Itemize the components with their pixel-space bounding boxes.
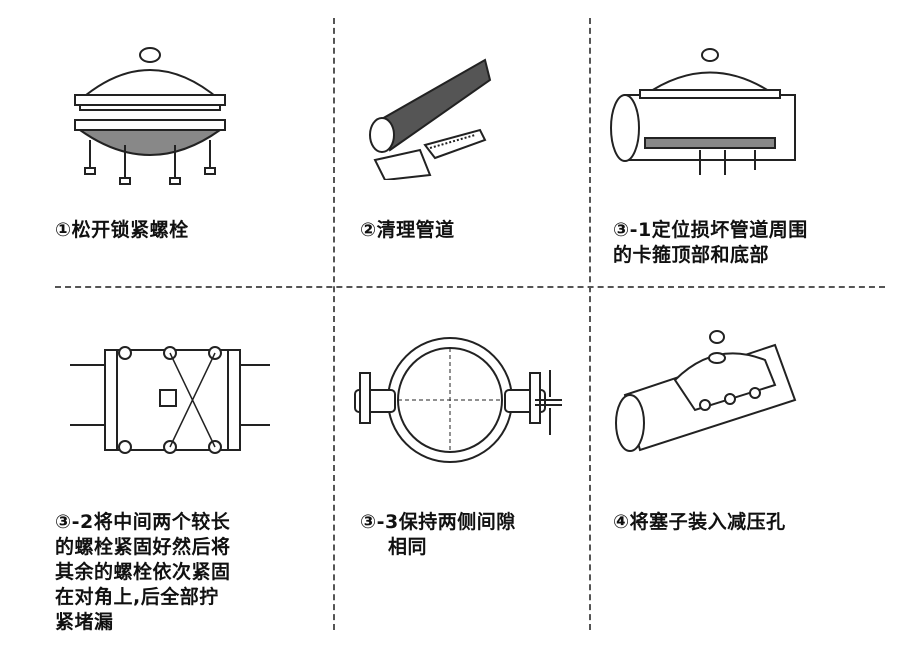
caption-line: 在对角上,后全部拧: [55, 586, 219, 608]
caption-line: ③-1定位损坏管道周围: [613, 219, 808, 241]
divider-vertical-1: [333, 18, 335, 630]
equal-gap-illustration: [354, 337, 562, 463]
loosen-bolts-illustration: [74, 47, 226, 185]
insert-plug-illustration: [615, 330, 797, 452]
caption-line: 的螺栓紧固好然后将: [55, 536, 231, 558]
caption-line: 的卡箍顶部和底部: [613, 244, 770, 266]
step-3-2-caption: ③-2将中间两个较长 的螺栓紧固好然后将 其余的螺栓依次紧固 在对角上,后全部拧…: [55, 510, 231, 635]
caption-line: ③-2将中间两个较长: [55, 511, 231, 533]
step-3-1-caption: ③-1定位损坏管道周围 的卡箍顶部和底部: [613, 218, 808, 268]
divider-vertical-2: [589, 18, 591, 630]
position-clamp-illustration: [610, 48, 796, 175]
step-3-3-caption: ③-3保持两侧间隙 相同: [360, 510, 516, 560]
caption-line: ③-3保持两侧间隙: [360, 511, 516, 533]
step-1-caption: ①松开锁紧螺栓: [55, 219, 189, 241]
caption-line: 其余的螺栓依次紧固: [55, 561, 231, 583]
step-2-caption: ②清理管道: [360, 219, 455, 241]
caption-line: 相同: [388, 536, 428, 558]
step-4-caption: ④将塞子装入减压孔: [613, 511, 786, 533]
caption-line: 紧堵漏: [55, 611, 114, 633]
clean-pipe-illustration: [369, 58, 492, 180]
tighten-bolts-illustration: [70, 346, 270, 454]
divider-horizontal: [55, 286, 885, 288]
